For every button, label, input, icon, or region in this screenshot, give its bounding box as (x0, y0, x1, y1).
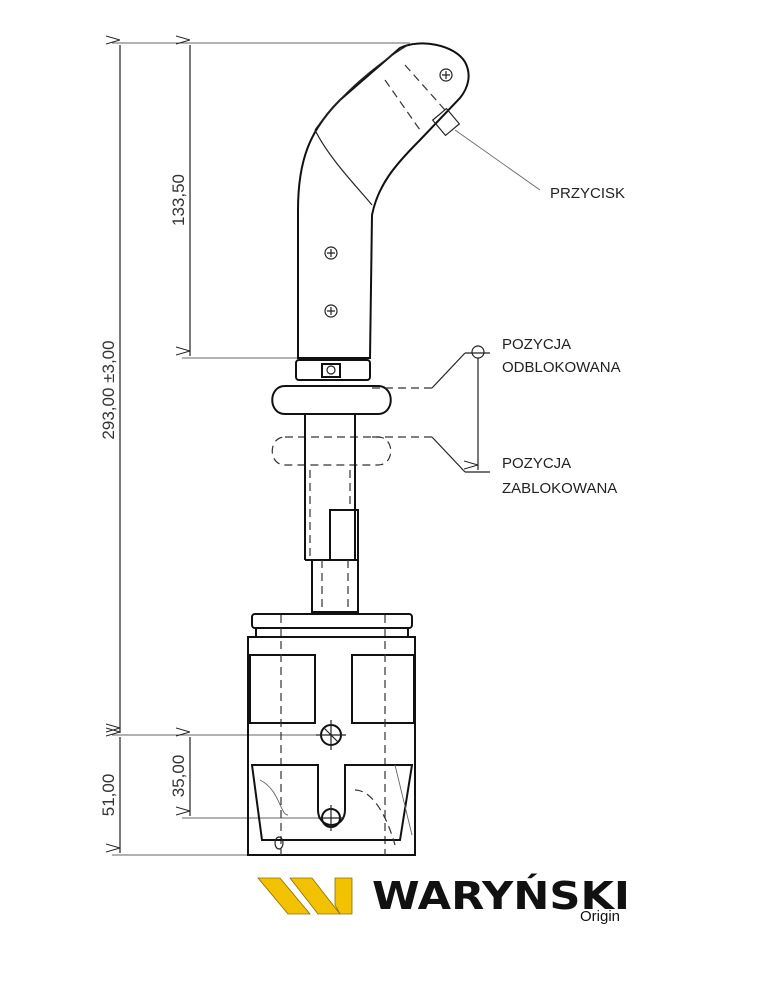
label-button: PRZYCISK (550, 185, 625, 202)
handle-grip (295, 42, 470, 381)
logo-sub: Origin (580, 908, 620, 925)
dimension-lines (120, 45, 191, 853)
screw-icon (324, 246, 338, 260)
dim-grip-height: 133,50 (169, 174, 188, 226)
extension-lines (112, 42, 410, 856)
leader-lines (372, 129, 541, 473)
lock-ring (271, 385, 392, 466)
dim-hole-spacing: 35,00 (169, 755, 188, 798)
label-unlocked-line2: ODBLOKOWANA (502, 359, 621, 376)
label-locked-line1: POZYCJA (502, 455, 571, 472)
dim-base-height: 51,00 (99, 774, 118, 817)
label-unlocked-line1: POZYCJA (502, 336, 571, 353)
shaft (304, 414, 359, 613)
screw-icon (439, 68, 453, 82)
button-icon (431, 107, 461, 137)
waryński-logo: WARYŃSKI Origin (257, 874, 630, 925)
screw-icon (324, 304, 338, 318)
label-locked-line2: ZABLOKOWANA (502, 480, 617, 497)
collar (295, 359, 371, 381)
base-housing (247, 613, 416, 856)
dim-total-height: 293,00 ±3,00 (99, 340, 118, 439)
logo-brand: WARYŃSKI (372, 874, 630, 918)
